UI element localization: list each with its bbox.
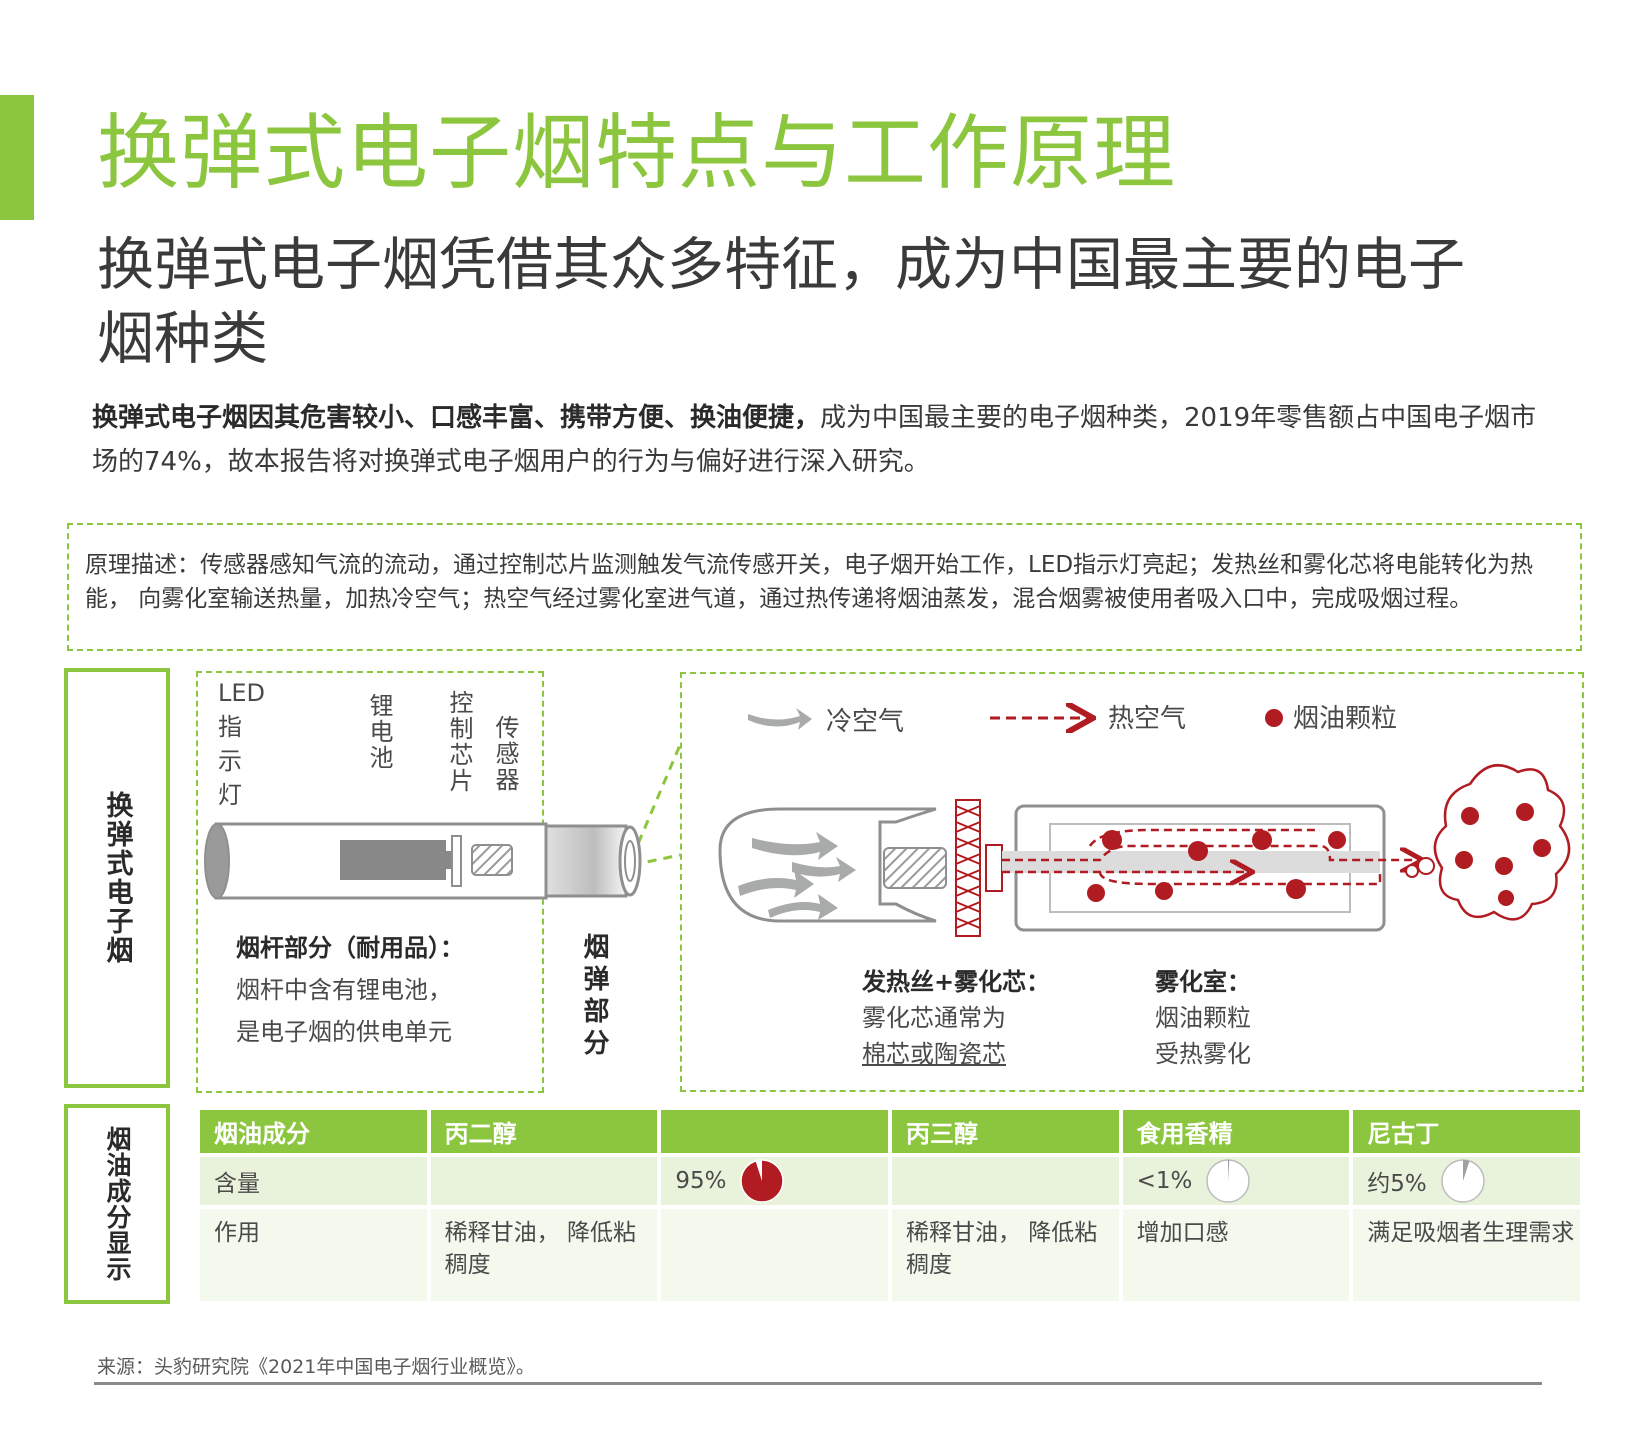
caption-chamber-title: 雾化室： — [1155, 968, 1251, 996]
cartridge-icon — [544, 824, 628, 898]
side-label-ecig: 换弹式电子烟 — [64, 668, 170, 1088]
table-row-effect: 作用 稀释甘油， 降低粘稠度 稀释甘油， 降低粘稠度 增加口感 满足吸烟者生理需… — [200, 1205, 1580, 1301]
content-value-flavor: <1% — [1136, 1168, 1193, 1194]
intro-bold: 换弹式电子烟因其危害较小、口感丰富、携带方便、换油便捷， — [92, 403, 821, 433]
connector-line-top — [630, 744, 682, 859]
pie-chart-icon — [1206, 1159, 1251, 1203]
pie-chart-icon — [740, 1159, 785, 1203]
table-cell: 满足吸烟者生理需求 — [1353, 1205, 1580, 1301]
pie-slice — [755, 1160, 763, 1181]
table-cell: 稀释甘油， 降低粘稠度 — [891, 1205, 1119, 1301]
label-sensor: 传感器 — [491, 715, 519, 793]
rod-body-icon — [204, 822, 642, 900]
battery-icon — [340, 840, 446, 880]
caption-rod-line2: 是电子烟的供电单元 — [236, 1018, 452, 1046]
page-title: 换弹式电子烟特点与工作原理 — [97, 106, 1177, 201]
caption-cartridge: 烟弹部分 — [576, 933, 613, 1065]
caption-heater-title: 发热丝+雾化芯： — [862, 968, 1051, 996]
cold-air-arrow-icon — [748, 708, 812, 730]
caption-heater-line1: 雾化芯通常为 — [862, 1004, 1006, 1032]
chip-icon — [451, 835, 462, 887]
page-subtitle: 换弹式电子烟凭借其众多特征，成为中国最主要的电子烟种类 — [97, 232, 1465, 372]
intro-rest: 成为中国最主要的电子烟种类，2019年零售额占中国电子烟市场的74%，故本报告将… — [92, 403, 1537, 477]
content-value-nicotine: 约5% — [1367, 1171, 1427, 1197]
label-battery: 锂电池 — [365, 693, 393, 771]
legend-hot-air: 热空气 — [1108, 704, 1187, 734]
principle-box — [67, 523, 1582, 651]
caption-heater-line2: 棉芯或陶瓷芯 — [862, 1040, 1006, 1068]
pie-slice — [1228, 1160, 1230, 1181]
intro-paragraph: 换弹式电子烟因其危害较小、口感丰富、携带方便、换油便捷，成为中国最主要的电子烟种… — [92, 396, 1552, 484]
footer-divider — [94, 1382, 1542, 1385]
table-cell: 稀释甘油， 降低粘稠度 — [430, 1205, 658, 1301]
table-cell-label: 作用 — [200, 1205, 427, 1301]
caption-cartridge-text: 烟弹部分 — [579, 933, 609, 1061]
caption-rod-line1: 烟杆中含有锂电池， — [236, 976, 452, 1004]
label-control-chip: 控制芯片 — [445, 690, 473, 794]
caption-chamber-line2: 受热雾化 — [1155, 1040, 1251, 1068]
table-header: 烟油成分 — [200, 1110, 427, 1153]
caption-chamber: 雾化室： 烟油颗粒 受热雾化 — [1155, 964, 1315, 1072]
caption-rod: 烟杆部分（耐用品）： 烟杆中含有锂电池， 是电子烟的供电单元 — [236, 930, 536, 1050]
side-label-oil: 烟油成分显示 — [64, 1104, 170, 1304]
oil-particle-icon — [1265, 709, 1283, 727]
legend-oil-particle: 烟油颗粒 — [1293, 704, 1398, 734]
table-cell — [661, 1205, 888, 1301]
footer-source: 来源：头豹研究院《2021年中国电子烟行业概览》。 — [97, 1356, 535, 1378]
table-header: 食用香精 — [1122, 1110, 1350, 1153]
table-cell: 约5% — [1353, 1153, 1580, 1205]
oil-ingredient-table: 烟油成分 丙二醇 丙三醇 食用香精 尼古丁 含量 95% <1% 约5% 作用 … — [196, 1110, 1584, 1301]
heating-coil-icon — [955, 799, 981, 937]
pie-slice — [1462, 1160, 1470, 1181]
accent-bar — [0, 95, 34, 220]
table-cell — [891, 1153, 1119, 1205]
mouthpiece-bubbles — [1405, 857, 1435, 878]
table-header: 丙二醇 — [430, 1110, 658, 1153]
content-value-glycol: 95% — [675, 1168, 727, 1194]
table-cell — [430, 1153, 658, 1205]
caption-chamber-line1: 烟油颗粒 — [1155, 1004, 1251, 1032]
smoke-cloud-icon — [1433, 764, 1571, 921]
air-intake-icon — [718, 807, 937, 923]
table-header: 丙三醇 — [891, 1110, 1119, 1153]
legend-cold-air: 冷空气 — [826, 707, 905, 737]
table-cell: 95% — [661, 1153, 888, 1205]
caption-heater: 发热丝+雾化芯： 雾化芯通常为 棉芯或陶瓷芯 — [862, 964, 1102, 1072]
table-row-content: 含量 95% <1% 约5% — [200, 1153, 1580, 1205]
table-header — [661, 1110, 888, 1153]
pie-chart-icon — [1441, 1159, 1485, 1203]
label-led-indicator: LED指示灯 — [218, 679, 266, 809]
table-header-row: 烟油成分 丙二醇 丙三醇 食用香精 尼古丁 — [200, 1110, 1580, 1153]
principle-text: 原理描述：传感器感知气流的流动，通过控制芯片监测触发气流传感开关，电子烟开始工作… — [85, 552, 1534, 612]
cartridge-section-box — [680, 672, 1584, 1092]
cold-air-flow-arrows — [738, 832, 856, 920]
atomizer-core-icon — [883, 847, 947, 889]
table-cell-label: 含量 — [200, 1153, 427, 1205]
side-label-ecig-text: 换弹式电子烟 — [101, 791, 133, 965]
table-cell: <1% — [1122, 1153, 1350, 1205]
table-cell: 增加口感 — [1122, 1205, 1350, 1301]
caption-rod-title: 烟杆部分（耐用品）： — [236, 934, 464, 962]
side-label-oil-text: 烟油成分显示 — [103, 1126, 132, 1282]
sensor-icon — [471, 844, 513, 876]
table-header: 尼古丁 — [1353, 1110, 1580, 1153]
oil-particles — [1087, 830, 1346, 902]
